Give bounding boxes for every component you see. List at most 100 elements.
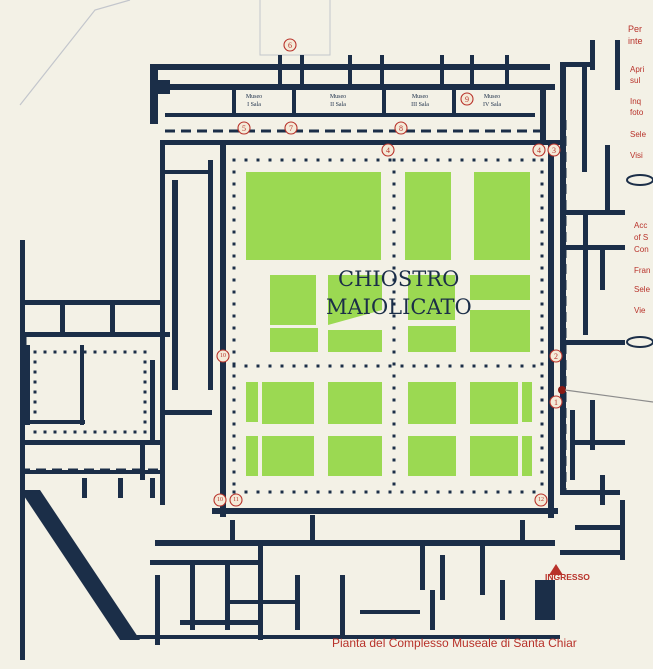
svg-text:CHIOSTRO: CHIOSTRO [338,267,459,291]
column-dot [540,158,544,162]
column-dot [316,490,320,494]
legend-fragment-6: Sele [630,130,647,139]
column-dot [436,158,440,162]
column-dot [400,490,404,494]
column-dot [400,364,404,368]
column-dot [532,158,536,162]
column-dot [540,434,544,438]
column-dot [232,206,236,210]
svg-text:Acc: Acc [634,221,647,230]
column-dot [244,364,248,368]
column-dot [232,482,236,486]
room-label-2: Museo [330,94,346,100]
column-dot [532,364,536,368]
legend-oval-icon [626,336,653,348]
svg-text:2: 2 [554,352,558,361]
svg-text:10: 10 [217,497,223,503]
column-dot [328,158,332,162]
marker-7: 7 [289,124,293,133]
column-dot [33,390,37,394]
column-dot [540,410,544,414]
entrance-label: INGRESSO [545,572,590,582]
entrance-arrow-icon [549,564,563,575]
column-dot [232,182,236,186]
marker-11: 11 [233,497,239,503]
column-dot [232,422,236,426]
room-label-4: Museo [484,94,500,100]
legend-fragment-1: inte [628,36,643,46]
column-dot [376,364,380,368]
column-dot [392,218,396,222]
svg-text:6: 6 [288,41,292,50]
svg-text:9: 9 [465,95,469,104]
column-dot [392,266,396,270]
column-dot [392,170,396,174]
legend-fragment-10: Con [634,245,649,254]
column-dot [460,490,464,494]
svg-text:II Sala: II Sala [330,102,346,108]
column-dot [63,430,67,434]
marker-3: 3 [552,146,556,155]
column-dot [508,364,512,368]
column-dot [133,430,137,434]
column-dot [232,170,236,174]
column-dot [292,364,296,368]
column-dot [280,490,284,494]
column-dot [280,158,284,162]
column-dot [436,364,440,368]
column-dot [133,350,137,354]
column-dot [392,290,396,294]
column-dot [232,398,236,402]
svg-text:12: 12 [538,497,544,503]
column-dot [33,380,37,384]
column-dot [508,490,512,494]
column-dot [448,490,452,494]
column-dot [392,434,396,438]
column-dot [103,430,107,434]
legend-fragment-3: sul [630,76,640,85]
column-dot [540,326,544,330]
column-dot [436,490,440,494]
column-dot [340,490,344,494]
svg-text:III Sala: III Sala [411,102,429,108]
column-dot [412,490,416,494]
column-dot [292,158,296,162]
column-dot [43,430,47,434]
legend-oval-icon [626,174,653,186]
column-dot [63,350,67,354]
legend-fragment-13: Vie [634,306,646,315]
column-dot [33,350,37,354]
column-dot [123,350,127,354]
column-dot [93,430,97,434]
svg-text:foto: foto [630,108,644,117]
column-dot [232,364,236,368]
column-dot [540,338,544,342]
column-dot [53,350,57,354]
column-dot [232,290,236,294]
column-dot [540,194,544,198]
svg-text:5: 5 [242,124,246,133]
marker-9: 9 [465,95,469,104]
room-label-3-sub: III Sala [411,102,429,108]
column-dot [43,350,47,354]
column-dot [392,422,396,426]
svg-text:Museo: Museo [484,94,500,100]
legend-fragment-2: Apri [630,65,644,74]
column-dot [392,362,396,366]
svg-text:IV Sala: IV Sala [483,102,501,108]
column-dot [388,158,392,162]
column-dot [540,314,544,318]
legend-fragment-9: of S [634,233,648,242]
column-dot [496,490,500,494]
column-dot [103,350,107,354]
column-dot [540,302,544,306]
column-dot [143,370,147,374]
column-dot [392,338,396,342]
column-dot [540,182,544,186]
svg-text:Vie: Vie [634,306,646,315]
column-dot [392,326,396,330]
svg-text:Apri: Apri [630,65,644,74]
marker-10a: 10 [220,353,226,359]
column-dot [232,410,236,414]
column-dot [232,338,236,342]
